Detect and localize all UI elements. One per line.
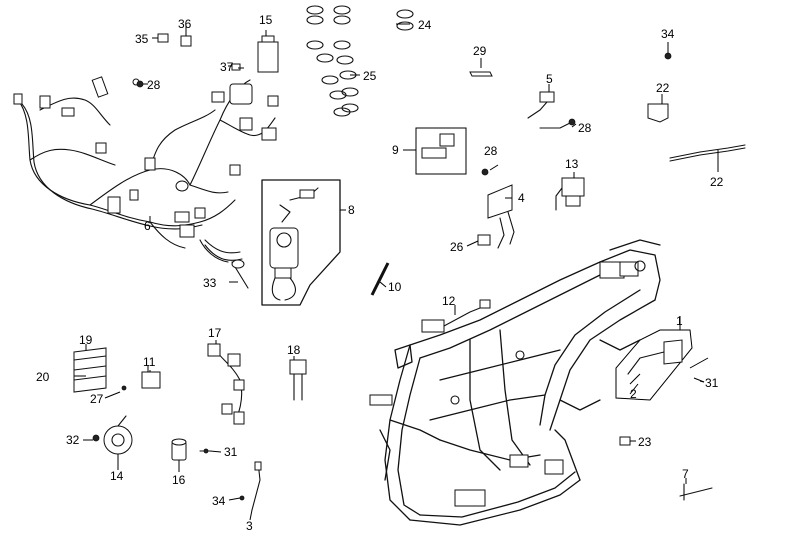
part-29-bracket	[469, 58, 493, 77]
callout-13: 13	[565, 157, 579, 171]
callout-2: 2	[630, 387, 637, 401]
callout-29: 29	[473, 44, 487, 58]
callout-36: 36	[178, 17, 192, 31]
callout-7: 7	[682, 467, 689, 481]
part-24-25-clamps	[306, 5, 414, 117]
part-17-harness	[199, 343, 245, 454]
part-14-horn	[92, 415, 133, 455]
part-11-relay	[121, 366, 161, 391]
callout-24: 24	[418, 18, 432, 32]
part-13-coil	[555, 177, 585, 211]
callout-labels: 1 2 3 4 5 6 7 8 9 10 11 12 13 14 15 16 1…	[36, 13, 724, 533]
callout-16: 16	[172, 473, 186, 487]
part-1-2-assembly	[615, 329, 709, 401]
callout-33: 33	[203, 276, 217, 290]
callout-37: 37	[220, 60, 234, 74]
callout-18: 18	[287, 343, 301, 357]
callout-22-top: 22	[656, 81, 670, 95]
callout-12: 12	[442, 294, 456, 308]
callout-34-bottom: 34	[212, 494, 226, 508]
callout-8: 8	[348, 203, 355, 217]
callout-32: 32	[66, 433, 80, 447]
wiring-harness	[13, 76, 279, 261]
callout-31-right: 31	[705, 376, 719, 390]
callout-25: 25	[363, 69, 377, 83]
part-19-regulator	[73, 347, 107, 393]
callout-5: 5	[546, 72, 553, 86]
part-3-sensor	[239, 461, 262, 511]
part-12-connector	[421, 299, 491, 333]
callout-35: 35	[135, 32, 149, 46]
callout-15: 15	[259, 13, 273, 27]
part-18-sensor	[289, 359, 307, 401]
part-5-sensor	[527, 84, 576, 129]
callout-11: 11	[143, 355, 156, 369]
callout-27: 27	[90, 392, 104, 406]
main-frame	[369, 239, 661, 526]
callout-9: 9	[392, 143, 399, 157]
callout-28-left: 28	[147, 78, 161, 92]
callout-6: 6	[144, 219, 151, 233]
part-4-cdi	[477, 168, 515, 249]
callout-1: 1	[676, 314, 683, 328]
callout-28-center: 28	[484, 144, 498, 158]
part-8-ignition-kit	[261, 179, 346, 306]
part-7-bracket	[679, 483, 713, 501]
part-10-rod	[370, 262, 390, 296]
part-9-boxed	[403, 127, 467, 175]
callout-31-center: 31	[224, 445, 238, 459]
callout-20: 20	[36, 370, 50, 384]
callout-26: 26	[450, 240, 464, 254]
callout-3: 3	[246, 519, 253, 533]
part-23-clip	[619, 436, 631, 446]
callout-4: 4	[518, 191, 525, 205]
callout-34-right: 34	[661, 27, 675, 41]
callout-17: 17	[208, 326, 222, 340]
part-16-fuse	[171, 438, 187, 461]
callout-10: 10	[388, 280, 402, 294]
leader-lines	[74, 23, 719, 521]
callout-22-cable: 22	[710, 175, 724, 189]
callout-14: 14	[110, 469, 124, 483]
callout-19: 19	[79, 333, 93, 347]
callout-28-right: 28	[578, 121, 592, 135]
part-33-sensor	[199, 239, 249, 289]
part-15-box	[257, 30, 279, 73]
part-22-bracket	[647, 42, 746, 162]
part-35-36-37-clips	[136, 26, 241, 88]
callout-23: 23	[638, 435, 652, 449]
